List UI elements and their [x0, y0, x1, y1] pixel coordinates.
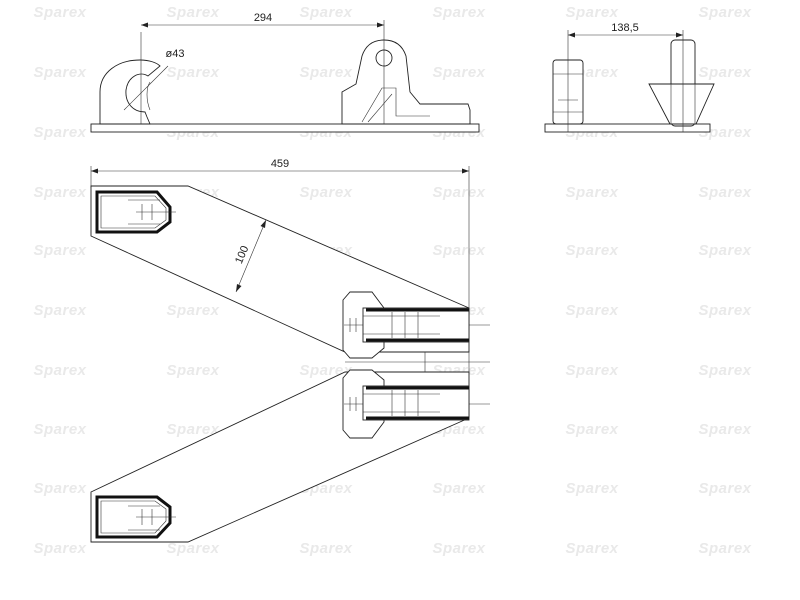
watermark-text: Sparex — [33, 4, 86, 21]
watermark-text: Sparex — [33, 302, 86, 319]
watermark-text: Sparex — [698, 64, 751, 81]
watermark-text: Sparex — [565, 362, 618, 379]
dim-459-arrow-right — [462, 168, 469, 174]
watermark-text: Sparex — [33, 540, 86, 557]
dim-294-arrow-left — [141, 22, 148, 28]
watermark-text: Sparex — [33, 421, 86, 438]
dim-459-arrow-left — [91, 168, 98, 174]
watermark-text: Sparex — [299, 540, 352, 557]
watermark-text: Sparex — [432, 540, 485, 557]
watermark-text: Sparex — [565, 302, 618, 319]
watermark-text: Sparex — [299, 64, 352, 81]
watermark-text: Sparex — [166, 64, 219, 81]
dim-138-label: 138,5 — [611, 22, 639, 34]
side-hook — [99, 59, 161, 125]
watermark-text: Sparex — [698, 362, 751, 379]
lower-right-hitch — [342, 369, 490, 439]
watermark-text: Sparex — [299, 4, 352, 21]
lower-left-pad — [95, 495, 176, 539]
dim-138-arrow-left — [568, 32, 575, 38]
watermark-text: Sparex — [698, 184, 751, 201]
dim-294-arrow-right — [377, 22, 384, 28]
watermark-text: Sparex — [698, 4, 751, 21]
watermark-text: Sparex — [432, 4, 485, 21]
watermark-text: Sparex — [166, 421, 219, 438]
upper-right-hitch — [342, 291, 490, 359]
watermark-text: Sparex — [698, 242, 751, 259]
dim-100-arrow-bottom — [236, 284, 242, 292]
side-hitch-slot — [361, 87, 430, 123]
side-view: 294 ø43 — [90, 12, 480, 133]
watermark-text: Sparex — [432, 242, 485, 259]
side-hitch-wedge — [367, 93, 393, 123]
watermark-text: Sparex — [698, 302, 751, 319]
watermark-text: Sparex — [166, 302, 219, 319]
watermark-text: Sparex — [33, 480, 86, 497]
watermark-text: Sparex — [698, 480, 751, 497]
watermark-text: Sparex — [432, 64, 485, 81]
watermark-text: Sparex — [166, 4, 219, 21]
upper-left-pad — [95, 190, 176, 234]
watermark-text: Sparex — [432, 184, 485, 201]
watermark-text: Sparex — [698, 540, 751, 557]
watermark-text: Sparex — [565, 184, 618, 201]
watermark-text: Sparex — [432, 480, 485, 497]
side-hook-inner — [146, 81, 151, 111]
watermark-text: Sparex — [565, 242, 618, 259]
dim-100-line — [235, 219, 267, 293]
dim-diameter-label: ø43 — [166, 48, 185, 60]
watermark-text: Sparex — [698, 124, 751, 141]
watermark-text: Sparex — [166, 540, 219, 557]
watermark-text: Sparex — [565, 4, 618, 21]
dim-138-arrow-right — [676, 32, 683, 38]
hook-leader — [123, 65, 169, 111]
watermark-text: Sparex — [33, 242, 86, 259]
watermark-text: Sparex — [166, 362, 219, 379]
watermark-text: Sparex — [33, 184, 86, 201]
watermark-text: Sparex — [565, 540, 618, 557]
end-base-plate — [544, 123, 711, 133]
dim-459-label: 459 — [271, 158, 289, 170]
side-hitch-block — [341, 39, 471, 125]
plan-view: 459 100 — [90, 158, 490, 543]
dim-100-arrow-top — [260, 220, 266, 228]
end-right-cone — [648, 83, 715, 125]
watermark-text: Sparex — [565, 421, 618, 438]
watermark-text: Sparex — [698, 421, 751, 438]
watermark-text: Sparex — [33, 362, 86, 379]
watermark-text: Sparex — [565, 480, 618, 497]
side-base-plate — [90, 123, 480, 133]
watermark-text: Sparex — [33, 124, 86, 141]
end-view: 138,5 — [544, 22, 715, 133]
watermark-text: Sparex — [33, 64, 86, 81]
dim-294-label: 294 — [254, 12, 272, 24]
watermark-text: Sparex — [299, 184, 352, 201]
